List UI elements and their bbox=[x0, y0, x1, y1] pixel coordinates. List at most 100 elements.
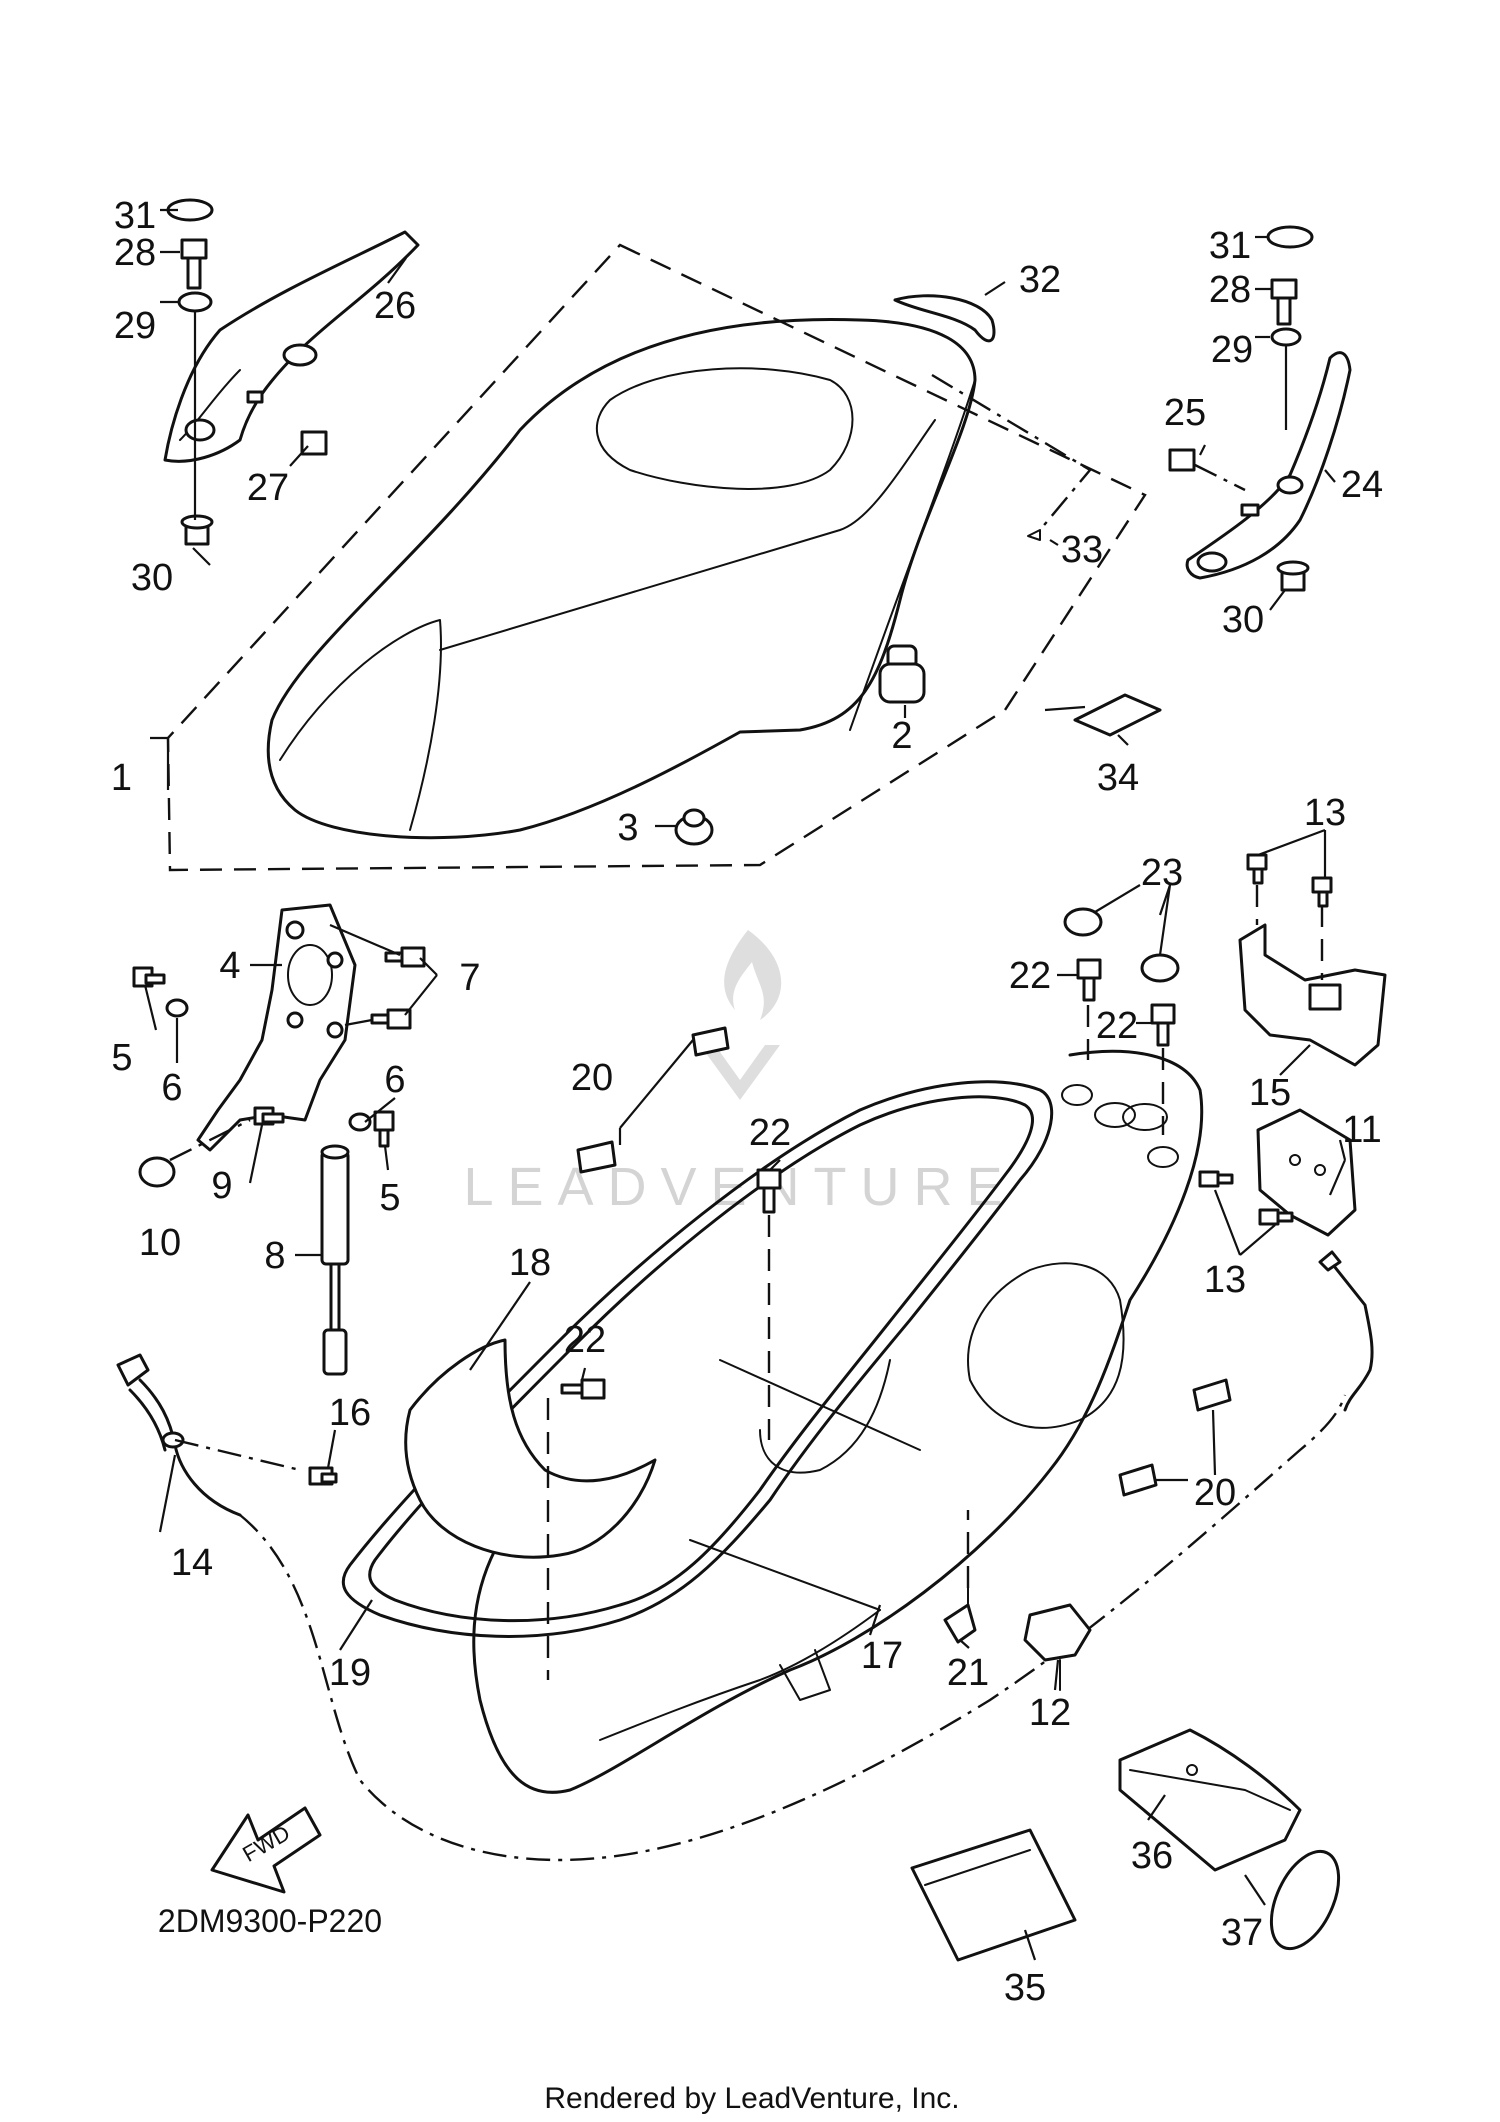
callout-leaders bbox=[143, 208, 1347, 1961]
callout-15: 15 bbox=[1249, 1072, 1291, 1114]
left-nut-27 bbox=[300, 430, 328, 456]
lock-bracket-11 bbox=[1256, 1108, 1357, 1237]
seat-gas-strut bbox=[320, 1144, 350, 1376]
storage-bolt-22-top-2 bbox=[1150, 1003, 1176, 1047]
storage-trim bbox=[341, 1080, 1054, 1638]
right-bolt-28 bbox=[1270, 278, 1298, 326]
callout-14: 14 bbox=[171, 1542, 213, 1584]
watermark: LEADVENTURE bbox=[463, 930, 1003, 1217]
bracket-washer-6-lower bbox=[348, 1112, 372, 1132]
callout-6-lower: 6 bbox=[384, 1059, 405, 1101]
callout-13-upper: 13 bbox=[1304, 792, 1346, 834]
callout-2: 2 bbox=[891, 715, 912, 757]
hook-21 bbox=[943, 1587, 977, 1644]
leader-bracket-15 bbox=[1255, 885, 1324, 980]
seat-rider-pad bbox=[596, 367, 854, 490]
left-grab-bar bbox=[163, 230, 420, 463]
callout-29-right: 29 bbox=[1211, 329, 1253, 371]
callout-22-top: 22 bbox=[1009, 955, 1051, 997]
callout-6-upper: 6 bbox=[161, 1067, 182, 1109]
leader-storage-bolts bbox=[546, 1005, 1165, 1680]
callout-5-upper: 5 bbox=[111, 1037, 132, 1079]
seat-lock-cable-14 bbox=[116, 1353, 242, 1517]
seat-front-section bbox=[279, 619, 442, 831]
callout-33: 33 bbox=[1061, 529, 1103, 571]
leader-seat-rivet bbox=[931, 373, 1092, 531]
seat-damper bbox=[878, 644, 926, 704]
callout-22-center: 22 bbox=[749, 1112, 791, 1154]
callout-18: 18 bbox=[509, 1242, 551, 1284]
callout-4: 4 bbox=[219, 945, 240, 987]
callout-30-right: 30 bbox=[1222, 599, 1264, 641]
callout-34: 34 bbox=[1097, 757, 1139, 799]
callout-37: 37 bbox=[1221, 1912, 1263, 1954]
storage-pad-20-mid bbox=[576, 1140, 617, 1174]
watermark-flame-icon bbox=[724, 930, 782, 1020]
right-collar-30 bbox=[1276, 560, 1310, 592]
seat-bumper bbox=[674, 808, 714, 846]
bracket-bolt-13-lower bbox=[1198, 1170, 1294, 1226]
callout-3: 3 bbox=[617, 807, 638, 849]
seat-backrest-pad bbox=[893, 294, 996, 343]
callout-30-left: 30 bbox=[131, 557, 173, 599]
callout-17: 17 bbox=[861, 1635, 903, 1677]
right-nut-25 bbox=[1168, 448, 1196, 472]
callout-21: 21 bbox=[947, 1652, 989, 1694]
right-cap-31 bbox=[1266, 225, 1314, 249]
storage-bolt-22-center bbox=[756, 1168, 782, 1214]
callout-27: 27 bbox=[247, 467, 289, 509]
callout-19: 19 bbox=[329, 1652, 371, 1694]
callout-11: 11 bbox=[1342, 1109, 1381, 1151]
callout-9: 9 bbox=[211, 1165, 232, 1207]
callout-labels: 1 2 3 4 5 6 6 5 7 8 9 10 11 12 13 13 14 … bbox=[111, 195, 1383, 2009]
lock-bracket-15 bbox=[1238, 923, 1387, 1067]
bracket-bolt-5-lower bbox=[373, 1110, 395, 1148]
callout-28-left: 28 bbox=[114, 232, 156, 274]
bracket-bolt-13-upper bbox=[1246, 853, 1333, 908]
callout-10: 10 bbox=[139, 1222, 181, 1264]
leader-bracket-bushing bbox=[169, 1118, 251, 1162]
left-bolt-28 bbox=[180, 238, 208, 290]
storage-cap-23-b bbox=[1140, 953, 1180, 983]
right-grab-bar bbox=[1185, 351, 1352, 580]
seat-side-edge bbox=[849, 379, 976, 731]
watermark-v-icon bbox=[700, 1045, 780, 1100]
callout-22-left: 22 bbox=[564, 1319, 606, 1361]
callout-31-right: 31 bbox=[1209, 225, 1251, 267]
tool-strap-37 bbox=[1269, 1849, 1341, 1951]
seat-rivet bbox=[1027, 529, 1041, 541]
storage-bolt-22-top-1 bbox=[1076, 958, 1102, 1002]
callout-16: 16 bbox=[329, 1392, 371, 1434]
forward-arrow-icon: FWD bbox=[210, 1806, 322, 1894]
leader-bracket-bolts bbox=[329, 923, 401, 1027]
callout-1: 1 bbox=[111, 757, 132, 799]
callout-28-right: 28 bbox=[1209, 269, 1251, 311]
callout-5-lower: 5 bbox=[379, 1177, 400, 1219]
owners-manual-35 bbox=[910, 1828, 1077, 1962]
clip-12 bbox=[1023, 1603, 1092, 1691]
callout-8: 8 bbox=[264, 1235, 285, 1277]
storage-bolt-22-left bbox=[560, 1378, 606, 1400]
seat-outline bbox=[266, 318, 977, 840]
cable-bolt-leader bbox=[174, 1438, 301, 1472]
callout-35: 35 bbox=[1004, 1967, 1046, 2009]
leader-right-nut bbox=[1194, 463, 1246, 492]
storage-box bbox=[472, 1049, 1204, 1794]
cable-bolt-16 bbox=[308, 1466, 338, 1486]
storage-mat-18 bbox=[404, 1338, 657, 1559]
storage-pad-20-top bbox=[691, 1026, 730, 1057]
storage-pad-20-right-1 bbox=[1192, 1378, 1232, 1412]
seat-group bbox=[166, 243, 1162, 872]
seat-caution-label bbox=[1073, 693, 1162, 737]
diagram-code: 2DM9300-P220 bbox=[158, 1903, 382, 1939]
right-washer-29 bbox=[1270, 327, 1302, 347]
callout-26: 26 bbox=[374, 285, 416, 327]
callout-24: 24 bbox=[1341, 464, 1383, 506]
callout-36: 36 bbox=[1131, 1835, 1173, 1877]
callout-7: 7 bbox=[459, 957, 480, 999]
storage-pad-20-right-2 bbox=[1118, 1463, 1158, 1497]
seat-hinge-bracket bbox=[196, 903, 357, 1152]
seat-seam-line bbox=[439, 419, 936, 651]
callout-13-lower: 13 bbox=[1204, 1259, 1246, 1301]
